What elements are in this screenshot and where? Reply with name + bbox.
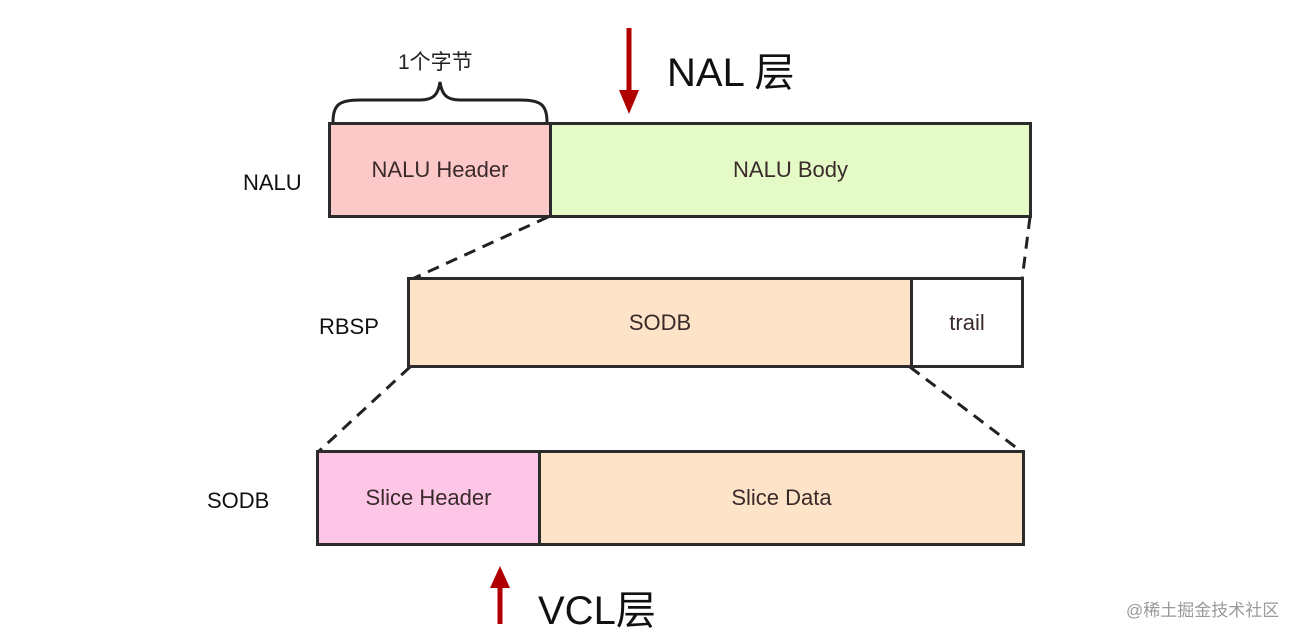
vcl-arrow-head <box>490 566 510 588</box>
nalu-body-text: NALU Body <box>733 157 848 182</box>
nalu-header-text: NALU Header <box>371 157 509 182</box>
nal-layer-label: NAL 层 <box>667 51 795 95</box>
sodb-text: SODB <box>628 309 692 335</box>
zoom-line-left-2 <box>316 365 412 454</box>
slice-header-box: Slice Header <box>316 450 541 546</box>
trail-box: trail <box>910 277 1024 368</box>
vcl-layer-label: VCL层 <box>538 589 656 633</box>
nal-arrow-head <box>619 90 639 114</box>
row-label-nalu: NALU <box>243 170 302 195</box>
zoom-line-left-1 <box>409 215 549 282</box>
slice-data-box: Slice Data <box>538 450 1025 546</box>
slice-data-text: Slice Data <box>731 485 832 510</box>
row-label-sodb: SODB <box>207 488 270 513</box>
slice-header-text: Slice Header <box>365 485 492 510</box>
zoom-line-right-2 <box>909 365 1023 454</box>
sodb-box: SODB <box>407 277 913 368</box>
byte-brace <box>331 81 549 123</box>
nalu-header-box: NALU Header <box>328 122 552 218</box>
nalu-body-box: NALU Body <box>549 122 1032 218</box>
brace-label: 1个字节 <box>398 51 473 74</box>
trail-text: trail <box>949 309 985 335</box>
watermark: @稀土掘金技术社区 <box>1126 601 1280 620</box>
zoom-line-right-1 <box>1020 216 1032 281</box>
row-label-rbsp: RBSP <box>319 314 379 339</box>
